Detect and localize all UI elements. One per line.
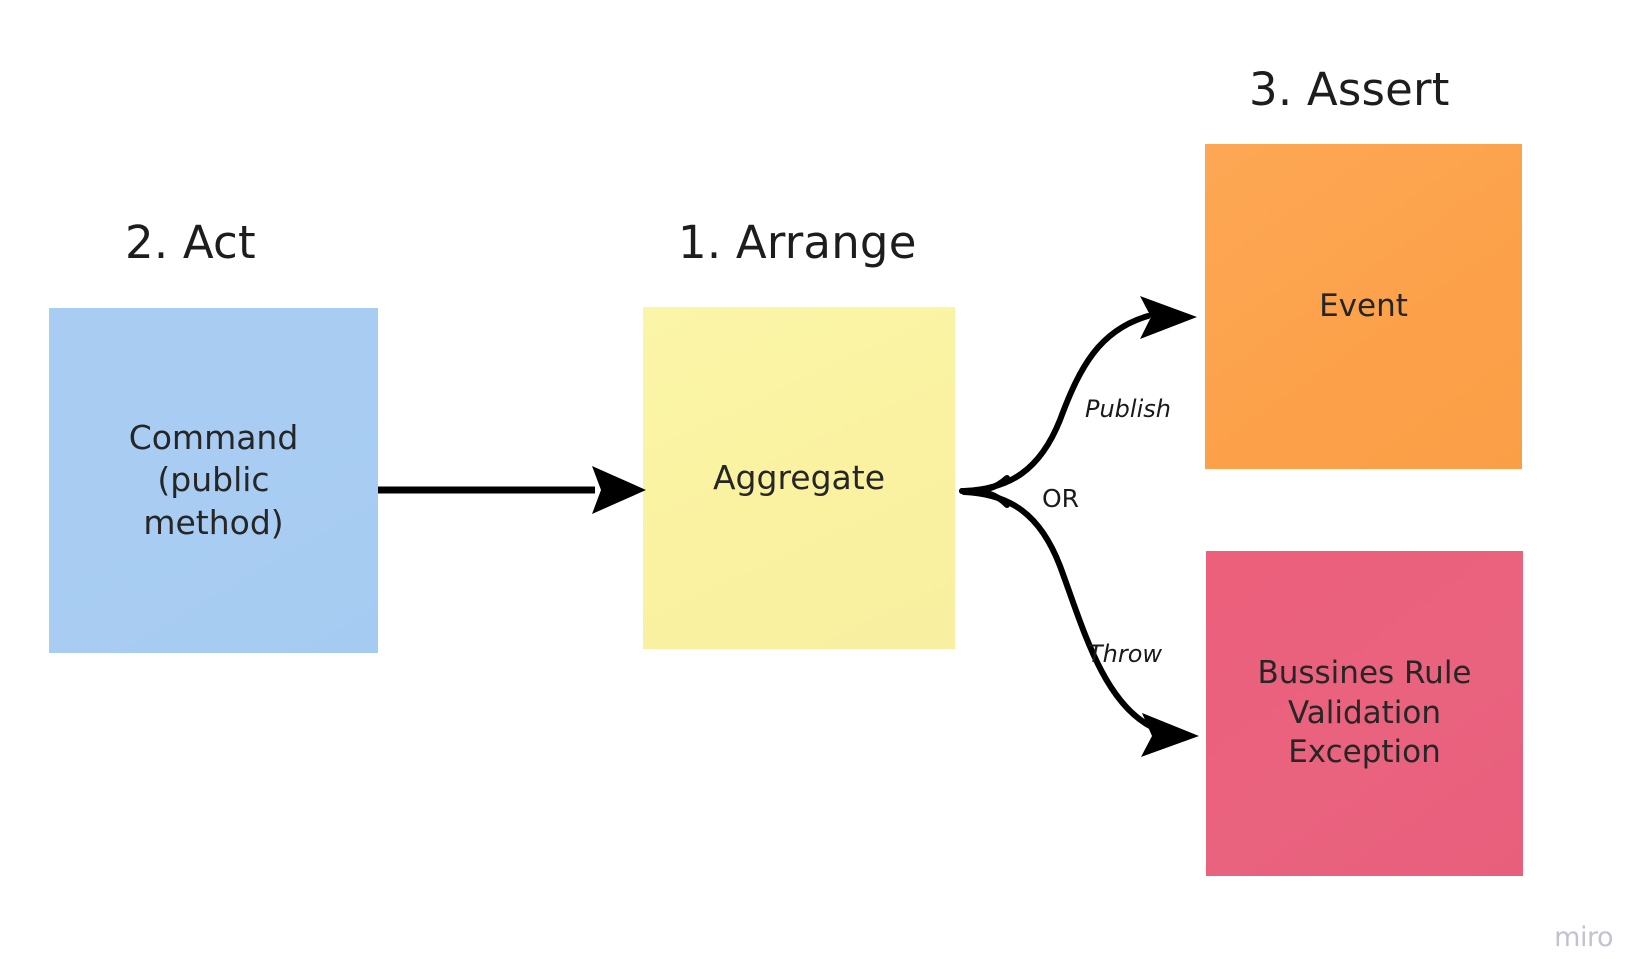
arrow-aggregate-to-event (961, 296, 1197, 494)
arrow-branch-fork (959, 475, 1010, 508)
sticky-note-event-label: Event (1319, 287, 1408, 324)
section-title-act: 2. Act (125, 216, 256, 269)
sticky-note-exception[interactable]: Bussines Rule Validation Exception (1206, 551, 1523, 876)
watermark-plate (1501, 901, 1619, 957)
sticky-note-aggregate-label: Aggregate (712, 457, 886, 497)
section-title-arrange: 1. Arrange (678, 216, 917, 269)
arrow-aggregate-to-exception (961, 489, 1199, 757)
section-title-assert: 3. Assert (1249, 63, 1450, 116)
sticky-note-command[interactable]: Command (public method) (49, 308, 378, 653)
edge-label-throw: Throw (1088, 640, 1163, 668)
edge-label-publish: Publish (1085, 395, 1171, 423)
arrow-command-to-aggregate (378, 466, 646, 514)
sticky-note-aggregate[interactable]: Aggregate (643, 307, 955, 649)
sticky-note-event[interactable]: Event (1205, 144, 1522, 469)
edge-label-or: OR (1042, 484, 1080, 513)
sticky-note-command-label: Command (public method) (128, 418, 299, 542)
miro-watermark: miro (1554, 922, 1613, 953)
sticky-note-exception-label: Bussines Rule Validation Exception (1257, 654, 1472, 771)
